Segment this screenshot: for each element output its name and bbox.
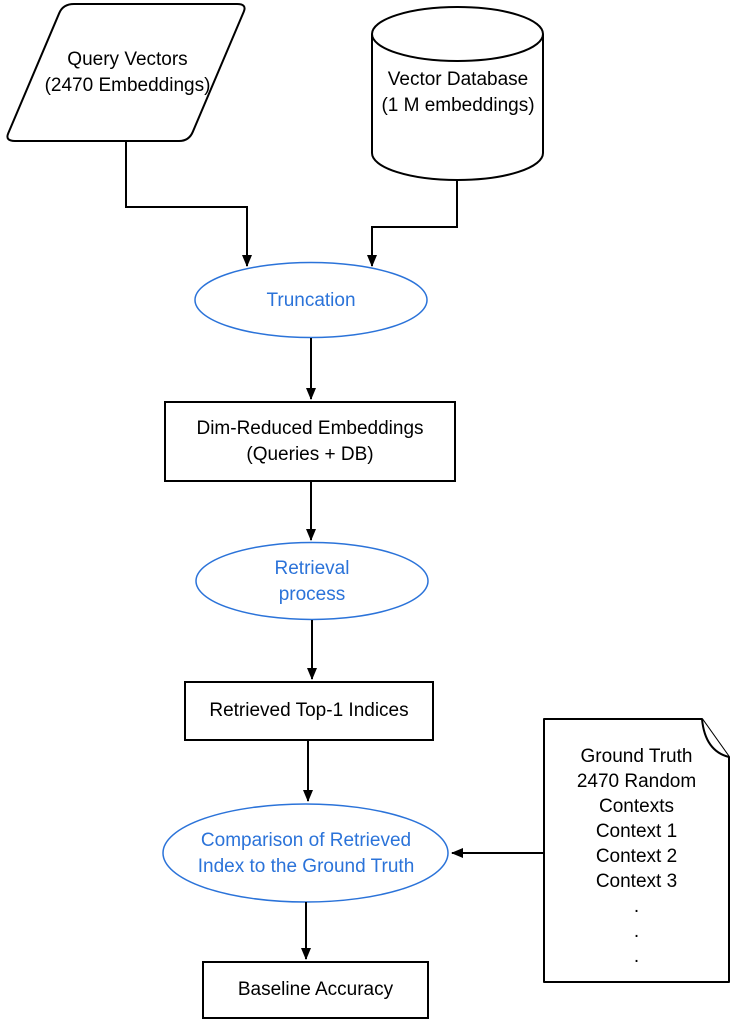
ground-truth-note-label: Ground Truth 2470 Random Contexts Contex… bbox=[576, 746, 697, 967]
edge-vector-database-to-truncation bbox=[367, 181, 458, 267]
query-vectors-parallelogram bbox=[6, 3, 246, 142]
retrieved-top1-indices-label: Retrieved Top-1 Indices bbox=[209, 700, 409, 721]
query-vectors-label: Query Vectors (2470 Embeddings) bbox=[44, 48, 211, 96]
edge-query-vectors-to-truncation bbox=[125, 141, 252, 267]
dim-reduced-embeddings-label: Dim-Reduced Embeddings (Queries + DB) bbox=[196, 417, 424, 465]
ground-truth-note-shape bbox=[543, 718, 730, 983]
retrieval-process-label: Retrieval process bbox=[274, 557, 350, 605]
retrieval-process-ellipse bbox=[195, 541, 429, 621]
comparison-label: Comparison of Retrieved Index to the Gro… bbox=[197, 829, 415, 877]
ground-truth-note-fold bbox=[701, 718, 730, 758]
vector-database-cylinder-top bbox=[371, 6, 544, 62]
retrieved-top1-indices-rect bbox=[184, 681, 434, 741]
baseline-accuracy-label: Baseline Accuracy bbox=[237, 979, 394, 1000]
vector-database-label: Vector Database (1 M embeddings) bbox=[381, 69, 535, 116]
baseline-accuracy-rect bbox=[202, 961, 429, 1019]
vector-database-cylinder-body bbox=[371, 34, 544, 181]
truncation-ellipse bbox=[194, 261, 428, 339]
dim-reduced-embeddings-rect bbox=[164, 401, 456, 482]
truncation-label: Truncation bbox=[266, 289, 356, 311]
